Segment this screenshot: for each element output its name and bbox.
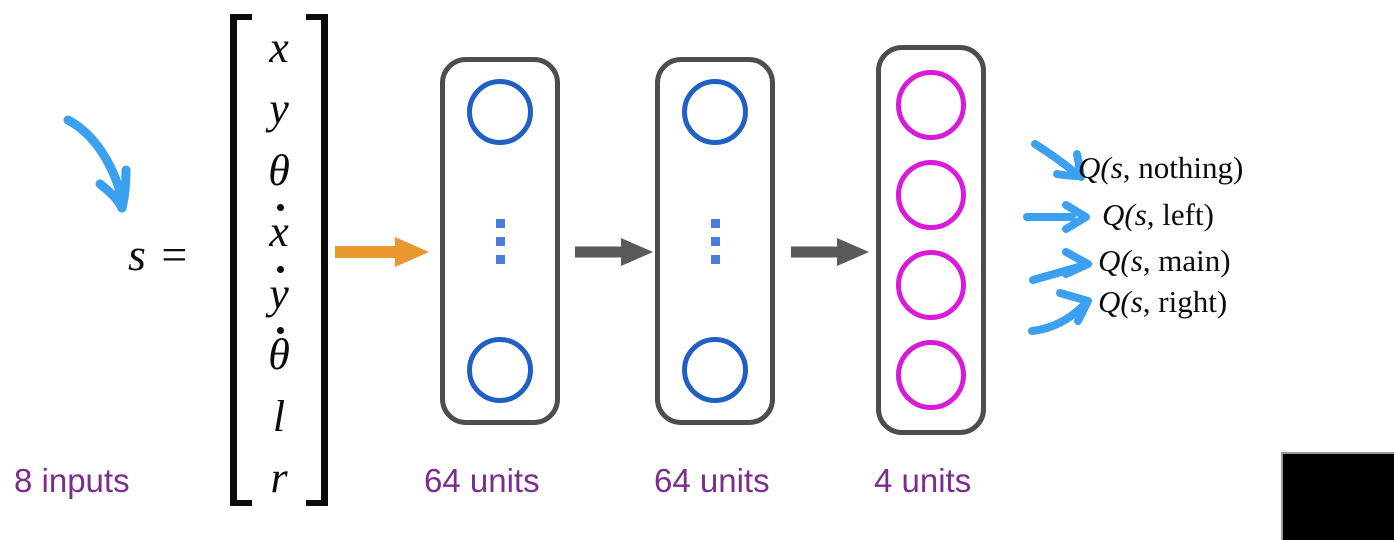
layer-box-hidden-1: [440, 57, 560, 425]
unit-circle: [682, 337, 748, 403]
dot-accent-icon: [277, 265, 284, 273]
caption-hidden-2: 64 units: [654, 462, 770, 499]
vector-entry: x: [256, 18, 302, 72]
q-separator: ,: [1142, 284, 1159, 319]
output-arrow-nothing: [1031, 140, 1085, 181]
unit-circle: [467, 79, 533, 145]
dot-accent-icon: [277, 327, 284, 335]
unit-circle: [896, 250, 966, 320]
q-label-right: Q(s, right): [1098, 284, 1227, 320]
layer-box-hidden-2: [655, 57, 775, 425]
q-action: left: [1162, 197, 1204, 232]
q-suffix: ): [1220, 243, 1231, 278]
layer-arrow-1: [575, 238, 653, 266]
caption-inputs: 8 inputs: [14, 462, 130, 499]
q-prefix: Q(: [1078, 150, 1111, 185]
vector-entry: l: [256, 387, 302, 441]
unit-circle: [896, 160, 966, 230]
unit-circle: [896, 70, 966, 140]
ellipsis-icon: [495, 218, 505, 264]
vector-entry: y: [256, 264, 302, 318]
q-prefix: Q(: [1102, 197, 1135, 232]
black-overlay-block: [1281, 452, 1394, 540]
vector-entry: θ: [256, 141, 302, 195]
vector-entry-symbol: θ: [268, 145, 290, 195]
output-arrow-left: [1023, 201, 1090, 233]
q-separator: ,: [1142, 243, 1159, 278]
vector-entry-symbol: y: [269, 84, 289, 134]
vector-entry: r: [256, 448, 302, 502]
vector-entry-symbol: l: [272, 391, 286, 441]
caption-output: 4 units: [874, 462, 972, 499]
q-state-var: s: [1110, 150, 1123, 185]
unit-circle: [896, 340, 966, 410]
state-symbol: s: [128, 229, 148, 280]
q-label-nothing: Q(s, nothing): [1078, 150, 1243, 186]
q-action: main: [1158, 243, 1221, 278]
input-arrow: [335, 237, 429, 267]
annotation-arrow-to-state: [63, 115, 131, 213]
q-separator: ,: [1122, 150, 1139, 185]
vector-entry-symbol: x: [269, 207, 289, 257]
q-prefix: Q(: [1098, 284, 1131, 319]
vector-entry-symbol: θ: [268, 330, 290, 380]
bracket-right-icon: [306, 14, 328, 506]
caption-hidden-1: 64 units: [424, 462, 540, 499]
q-prefix: Q(: [1098, 243, 1131, 278]
output-arrow-right: [1028, 289, 1092, 335]
vector-entry-symbol: x: [269, 23, 289, 72]
vector-entry: y: [256, 79, 302, 133]
vector-entry: x: [256, 202, 302, 256]
unit-circle: [467, 337, 533, 403]
q-action: right: [1158, 284, 1217, 319]
q-label-main: Q(s, main): [1098, 243, 1231, 279]
output-arrow-main: [1029, 248, 1092, 284]
vector-entry-symbol: y: [269, 268, 289, 318]
equals-sign: =: [161, 229, 190, 280]
vector-entry: θ: [256, 325, 302, 379]
q-state-var: s: [1130, 284, 1143, 319]
q-separator: ,: [1146, 197, 1163, 232]
q-state-var: s: [1134, 197, 1147, 232]
state-equation: s =: [128, 228, 189, 281]
q-state-var: s: [1130, 243, 1143, 278]
q-label-left: Q(s, left): [1102, 197, 1214, 233]
unit-circle: [682, 79, 748, 145]
bracket-left-icon: [230, 14, 252, 506]
layer-arrow-2: [791, 238, 869, 266]
q-suffix: ): [1216, 284, 1228, 319]
ellipsis-icon: [710, 218, 720, 264]
layer-box-output: [876, 45, 986, 435]
q-suffix: ): [1203, 197, 1214, 232]
q-action: nothing: [1138, 150, 1234, 185]
q-suffix: ): [1233, 150, 1244, 185]
dot-accent-icon: [277, 204, 284, 212]
vector-entry-symbol: r: [270, 452, 288, 502]
